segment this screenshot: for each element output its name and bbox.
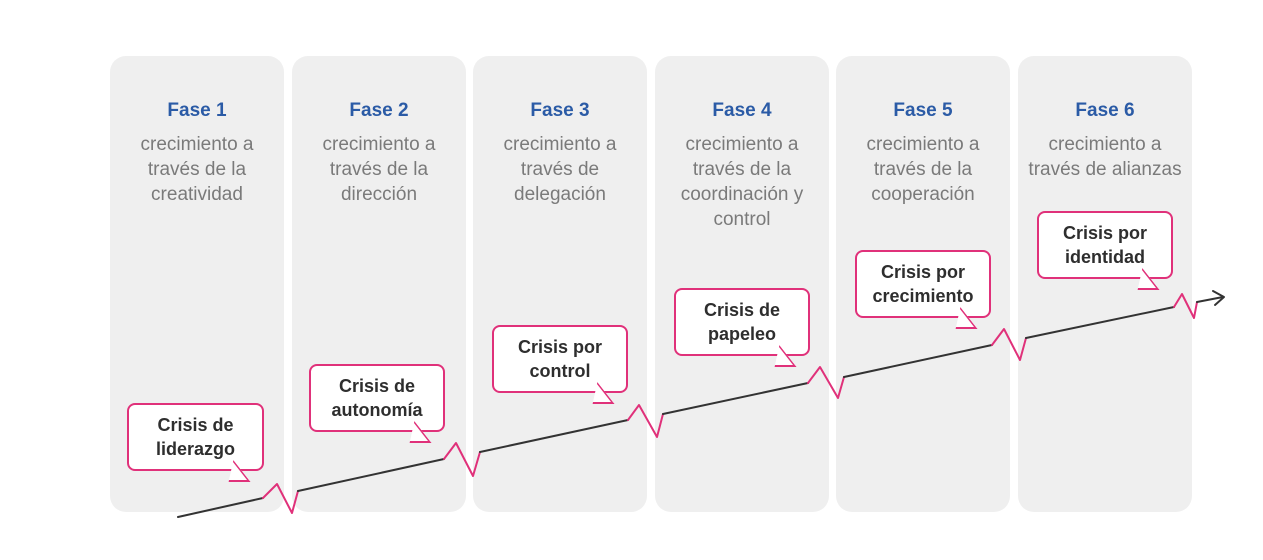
growth-segment-4: [662, 382, 809, 415]
growth-segment-3: [479, 419, 629, 453]
phase-title: Fase 2: [349, 100, 409, 121]
phase-description: crecimiento a través de la coordinación …: [680, 134, 804, 230]
phase-title: Fase 6: [1075, 100, 1135, 121]
crisis-zigzag-3: [627, 404, 664, 438]
phase-panel-3: Fase 3 crecimiento a través de delegació…: [473, 56, 647, 512]
phase-title: Fase 1: [167, 100, 227, 121]
phase-description: crecimiento a través de la dirección: [322, 134, 436, 205]
crisis-zigzag-2: [443, 442, 481, 477]
phase-description: crecimiento a través de alianzas: [1028, 134, 1182, 180]
phase-title: Fase 3: [530, 100, 590, 121]
growth-segment-5: [843, 344, 993, 378]
crisis-callout-2: Crisis de autonomía: [309, 364, 445, 432]
crisis-zigzag-1: [262, 483, 299, 514]
phase-title: Fase 5: [893, 100, 953, 121]
crisis-zigzag-6: [1173, 293, 1198, 319]
phase-description: crecimiento a través de la cooperación: [866, 134, 980, 205]
phase-description: crecimiento a través de la creatividad: [140, 134, 254, 205]
growth-segment-6: [1025, 306, 1175, 339]
crisis-callout-3: Crisis por control: [492, 325, 628, 393]
arrow-head-icon: [1212, 290, 1225, 306]
crisis-callout-4: Crisis de papeleo: [674, 288, 810, 356]
growth-segment-7: [1196, 296, 1224, 303]
growth-segment-1: [177, 497, 264, 518]
phase-panel-4: Fase 4 crecimiento a través de la coordi…: [655, 56, 829, 512]
crisis-callout-6: Crisis por identidad: [1037, 211, 1173, 279]
phase-description: crecimiento a través de delegación: [503, 134, 617, 205]
crisis-zigzag-4: [807, 366, 845, 399]
phase-title: Fase 4: [712, 100, 772, 121]
crisis-callout-1: Crisis de liderazgo: [127, 403, 264, 471]
phase-panel-6: Fase 6 crecimiento a través de alianzas: [1018, 56, 1192, 512]
crisis-zigzag-5: [991, 328, 1027, 361]
crisis-callout-5: Crisis por crecimiento: [855, 250, 991, 318]
phase-panel-2: Fase 2 crecimiento a través de la direcc…: [292, 56, 466, 512]
growth-segment-2: [297, 458, 445, 492]
